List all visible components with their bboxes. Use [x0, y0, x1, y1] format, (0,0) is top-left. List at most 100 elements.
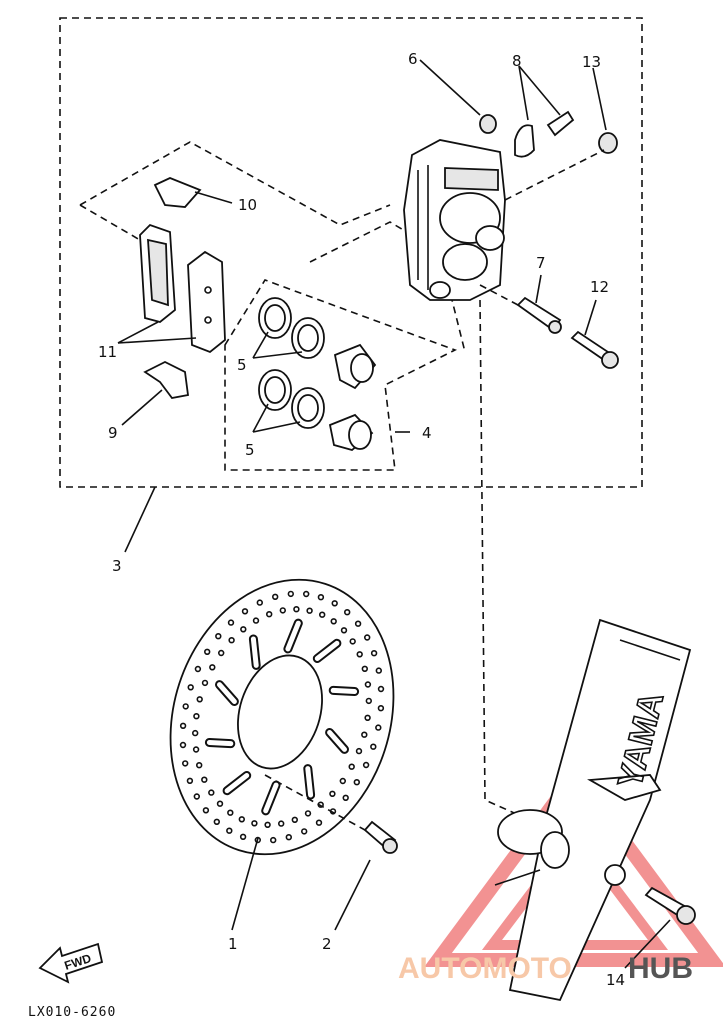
disc-drill-hole	[228, 636, 235, 644]
disc-drill-hole	[278, 820, 285, 827]
part-5-piston-seals	[252, 297, 325, 433]
disc-drill-hole	[301, 828, 308, 835]
disc-drill-hole	[375, 667, 382, 674]
disc-drill-hole	[194, 665, 202, 673]
piston-kit-outline	[224, 279, 458, 471]
disc-slot	[206, 740, 234, 747]
label-part-1: 1	[228, 935, 238, 953]
diagram-code: LX010-6260	[28, 1005, 116, 1020]
label-part-6: 6	[408, 50, 418, 68]
disc-drill-hole	[204, 648, 211, 655]
disc-slot	[285, 620, 301, 652]
disc-drill-hole	[270, 836, 277, 844]
label-part-4: 4	[422, 424, 432, 442]
disc-drill-hole	[377, 704, 385, 712]
disc-drill-hole	[362, 761, 370, 769]
disc-drill-hole	[239, 833, 247, 840]
disc-drill-hole	[266, 610, 273, 618]
disc-drill-hole	[215, 632, 222, 640]
disc-drill-hole	[272, 593, 279, 600]
disc-drill-hole	[340, 627, 348, 634]
disc-drill-hole	[208, 789, 215, 796]
disc-drill-hole	[209, 664, 216, 671]
brake-caliper-body	[403, 139, 506, 301]
disc-drill-hole	[201, 776, 208, 783]
disc-drill-hole	[370, 743, 377, 750]
disc-drill-hole	[186, 777, 194, 784]
label-part-7: 7	[536, 254, 546, 272]
disc-drill-hole	[317, 593, 325, 601]
label-part-13: 13	[582, 53, 601, 71]
disc-drill-hole	[293, 605, 300, 613]
disc-drill-hole	[306, 607, 313, 614]
disc-drill-hole	[364, 634, 371, 641]
disc-drill-hole	[264, 821, 271, 828]
disc-drill-hole	[192, 746, 200, 753]
disc-drill-hole	[339, 777, 346, 785]
label-part-8: 8	[512, 52, 522, 70]
label-part-2: 2	[322, 935, 332, 953]
disc-drill-hole	[330, 618, 337, 625]
disc-drill-hole	[342, 794, 349, 801]
disc-drill-hole	[315, 819, 323, 826]
disc-drill-hole	[187, 684, 194, 691]
part-4-pistons	[328, 343, 410, 451]
disc-drill-hole	[329, 790, 336, 797]
disc-slot	[250, 636, 259, 668]
disc-slot	[224, 773, 250, 794]
disc-drill-hole	[361, 731, 368, 738]
part-2-disc-bolt	[264, 774, 398, 931]
disc-drill-hole	[213, 818, 221, 825]
fwd-direction-arrow: FWD	[38, 942, 104, 984]
part-8-bleed-screw	[514, 65, 575, 158]
disc-slot	[217, 682, 237, 704]
disc-drill-hole	[377, 685, 385, 693]
disc-drill-hole	[218, 649, 225, 657]
disc-drill-hole	[192, 729, 199, 737]
disc-drill-hole	[361, 665, 368, 672]
disc-drill-hole	[238, 816, 246, 823]
part-1-brake-disc	[169, 578, 395, 931]
disc-drill-hole	[353, 778, 360, 786]
disc-drill-hole	[216, 800, 224, 807]
disc-drill-hole	[354, 620, 362, 627]
disc-drill-hole	[279, 607, 286, 614]
disc-drill-hole	[179, 722, 187, 729]
label-part-9: 9	[108, 424, 118, 442]
part-13-cap	[504, 67, 618, 201]
label-part-12: 12	[590, 278, 609, 296]
disc-drill-hole	[331, 600, 338, 607]
disc-drill-hole	[193, 793, 201, 800]
disc-drill-hole	[202, 807, 210, 814]
label-part-5a: 5	[237, 356, 247, 374]
part-11-brake-pads	[117, 223, 226, 354]
disc-drill-hole	[370, 649, 378, 657]
disc-drill-hole	[344, 608, 351, 616]
part-6-bleed-cap	[419, 59, 497, 134]
disc-slot	[305, 766, 314, 798]
disc-drill-hole	[196, 696, 203, 703]
disc-drill-hole	[355, 747, 363, 755]
disc-drill-hole	[241, 608, 249, 615]
watermark-text-automoto: AUTOMOTO	[398, 952, 572, 985]
disc-slot	[263, 782, 279, 814]
disc-drill-hole	[303, 590, 310, 598]
disc-drill-hole	[182, 703, 189, 710]
disc-drill-hole	[226, 827, 233, 834]
disc-slot	[314, 640, 340, 661]
disc-drill-hole	[193, 712, 200, 720]
pad-group-outline	[79, 141, 391, 226]
disc-drill-hole	[365, 697, 372, 705]
disc-drill-hole	[179, 741, 187, 749]
disc-slot	[330, 687, 358, 694]
disc-drill-hole	[364, 681, 372, 688]
caliper-assembly-outline	[59, 17, 643, 488]
disc-slot	[327, 730, 347, 752]
label-part-3: 3	[112, 557, 122, 575]
part-9-pad-retainer	[121, 360, 190, 426]
label-part-10: 10	[238, 196, 257, 214]
watermark-text-hub: HUB	[628, 952, 693, 985]
disc-drill-hole	[252, 617, 260, 624]
disc-drill-hole	[182, 760, 189, 767]
